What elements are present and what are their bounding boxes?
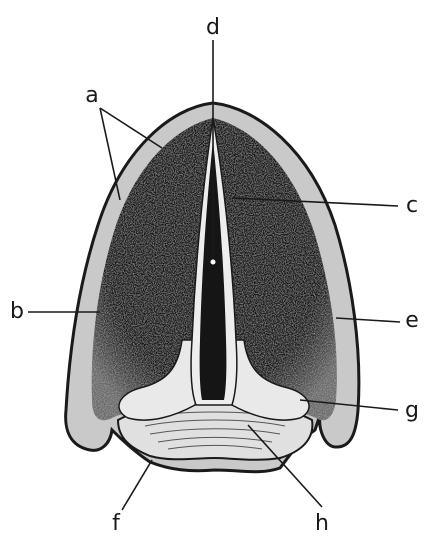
label-d: d (206, 15, 220, 40)
label-e: e (405, 308, 419, 333)
label-c: c (406, 193, 418, 218)
label-g: g (405, 398, 419, 423)
label-a: a (85, 83, 98, 108)
label-f: f (112, 511, 121, 536)
label-h: h (315, 511, 329, 536)
label-b: b (10, 299, 24, 324)
